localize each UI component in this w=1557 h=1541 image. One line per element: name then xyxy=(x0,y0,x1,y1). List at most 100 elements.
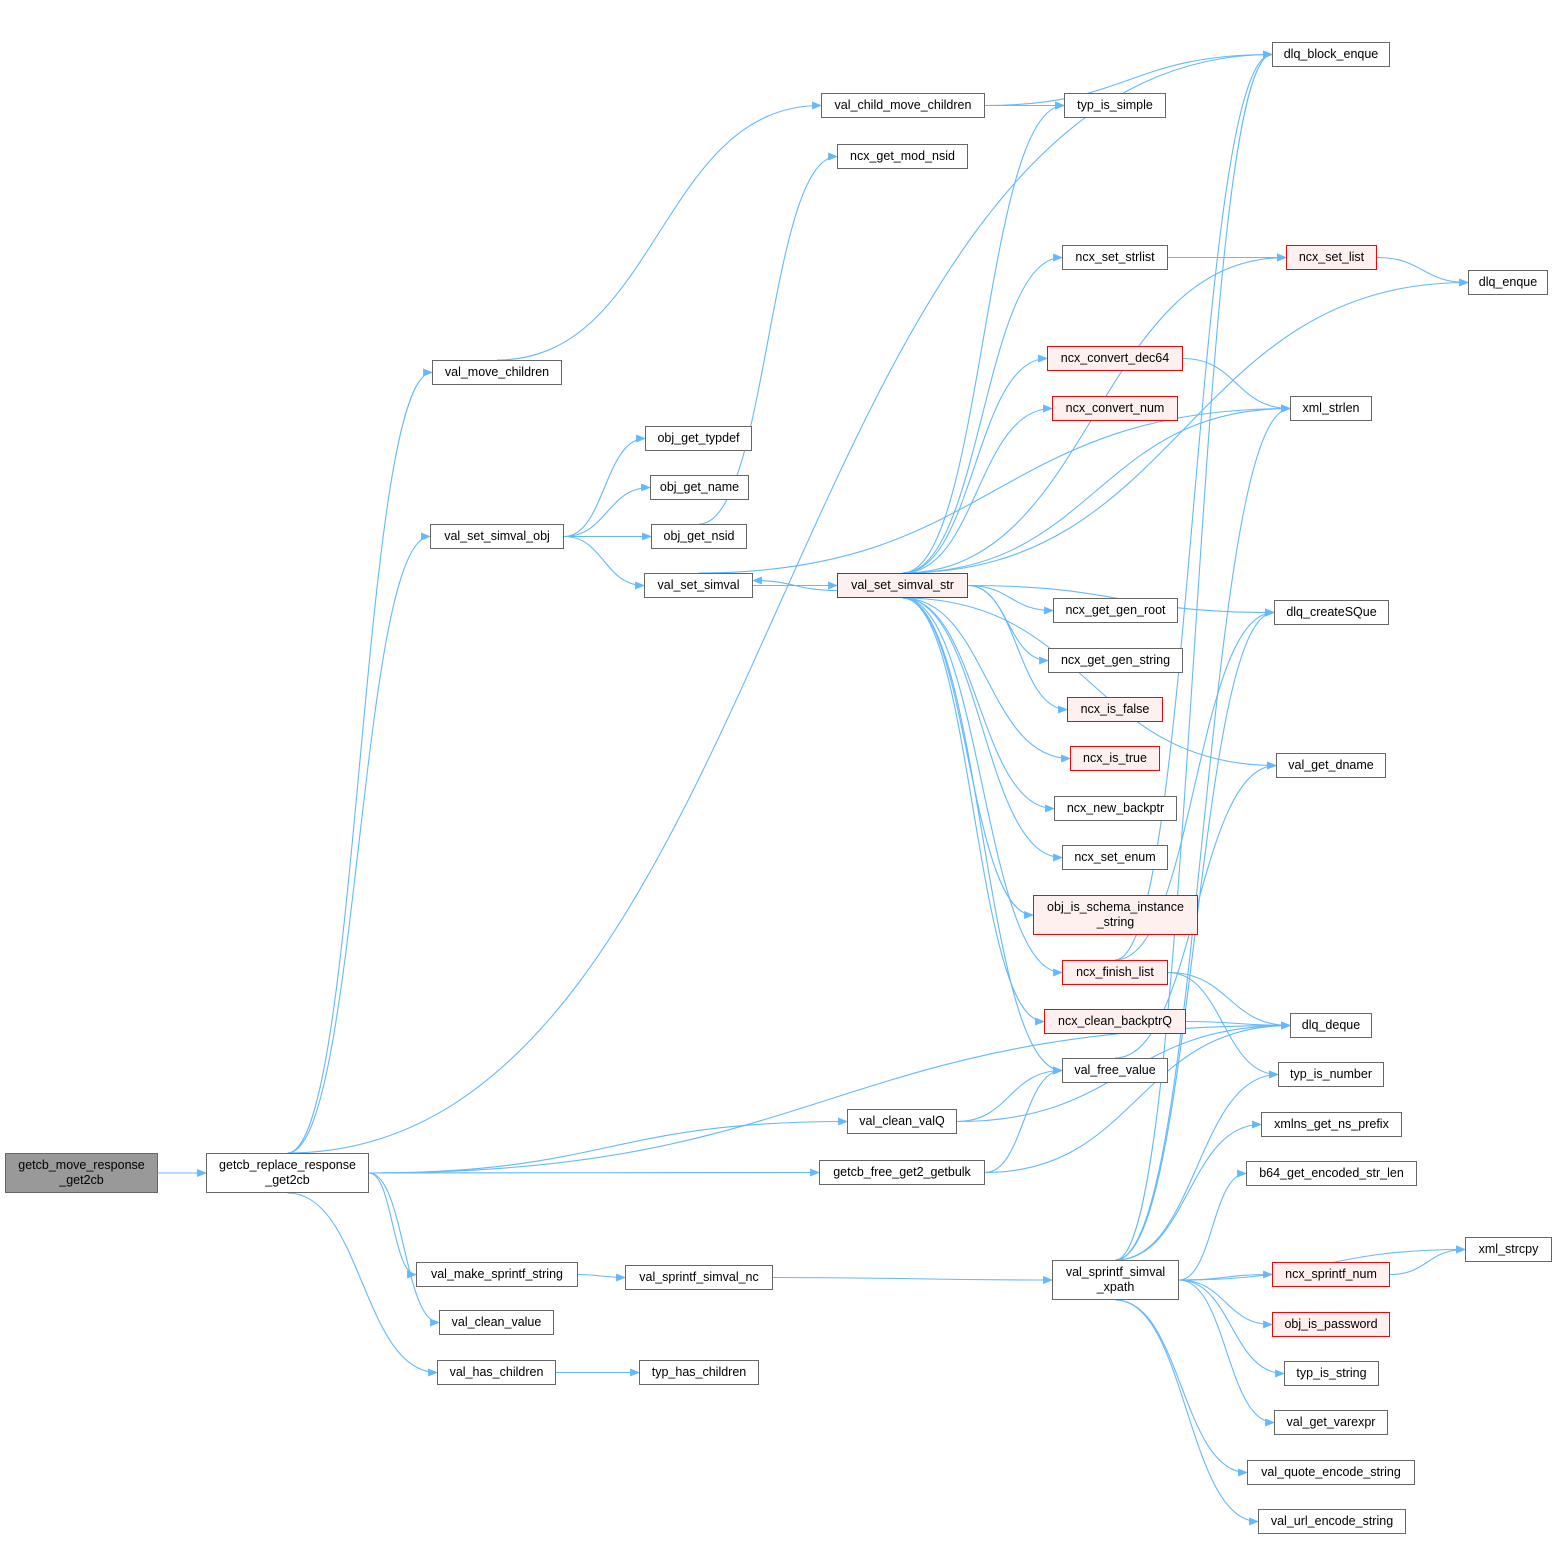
edge-replace-to-getcb-free-get2-getbulk xyxy=(368,1168,820,1177)
node-label: getcb_move_response xyxy=(18,1158,145,1172)
node-ncx-clean-backptrQ[interactable]: ncx_clean_backptrQ xyxy=(1044,1009,1186,1034)
node-obj-is-schema-instance-string[interactable]: obj_is_schema_instance_string xyxy=(1033,895,1198,935)
node-val-get-dname[interactable]: val_get_dname xyxy=(1276,753,1386,778)
node-val-move-children[interactable]: val_move_children xyxy=(432,360,562,385)
node-label: dlq_enque xyxy=(1478,275,1538,289)
node-label: obj_get_name xyxy=(659,480,740,494)
edge-val-set-simval-obj-to-obj-get-typdef xyxy=(563,434,646,538)
edge-ncx-finish-list-to-dlq-createSQue xyxy=(1114,608,1275,961)
edge-val-set-simval-str-to-ncx-set-enum xyxy=(902,597,1063,862)
edge-val-sprintf-simval-xpath-to-dlq-block-enque xyxy=(1115,50,1273,1261)
edge-replace-to-val-make-sprintf-string xyxy=(368,1172,417,1279)
node-ncx-convert-dec64[interactable]: ncx_convert_dec64 xyxy=(1047,346,1183,371)
node-label: ncx_set_enum xyxy=(1074,850,1156,864)
edge-val-set-simval-str-to-val-set-simval xyxy=(752,576,838,592)
node-ncx-get-mod-nsid[interactable]: ncx_get_mod_nsid xyxy=(837,144,968,169)
node-getcb-free-get2-getbulk[interactable]: getcb_free_get2_getbulk xyxy=(819,1160,985,1185)
edge-val-set-simval-to-xml-strlen xyxy=(698,404,1291,574)
node-val-sprintf-simval-xpath[interactable]: val_sprintf_simval_xpath xyxy=(1052,1260,1179,1300)
edge-replace-to-val-move-children xyxy=(287,368,433,1154)
edge-val-set-simval-str-to-val-get-dname xyxy=(902,597,1277,770)
edge-val-set-simval-str-to-ncx-set-strlist xyxy=(902,253,1063,574)
node-xml-strcpy[interactable]: xml_strcpy xyxy=(1465,1237,1552,1262)
node-val-make-sprintf-string[interactable]: val_make_sprintf_string xyxy=(416,1262,578,1287)
node-dlq-block-enque[interactable]: dlq_block_enque xyxy=(1272,42,1390,67)
node-label: val_make_sprintf_string xyxy=(430,1267,563,1281)
node-ncx-set-list[interactable]: ncx_set_list xyxy=(1286,245,1377,270)
node-label: ncx_sprintf_num xyxy=(1285,1267,1377,1281)
node-replace[interactable]: getcb_replace_response_get2cb xyxy=(206,1153,369,1193)
node-obj-get-name[interactable]: obj_get_name xyxy=(650,475,749,500)
edge-val-set-simval-str-to-dlq-enque xyxy=(902,278,1469,574)
edge-val-sprintf-simval-xpath-to-typ-is-number xyxy=(1115,1070,1279,1261)
node-label: val_quote_encode_string xyxy=(1261,1465,1401,1479)
edge-ncx-sprintf-num-to-xml-strcpy xyxy=(1389,1245,1466,1276)
node-ncx-convert-num[interactable]: ncx_convert_num xyxy=(1052,396,1178,421)
node-label: val_url_encode_string xyxy=(1270,1514,1394,1528)
node-ncx-set-strlist[interactable]: ncx_set_strlist xyxy=(1062,245,1168,270)
edge-val-set-simval-str-to-ncx-convert-num xyxy=(902,404,1053,574)
node-ncx-set-enum[interactable]: ncx_set_enum xyxy=(1062,845,1168,870)
node-label: getcb_replace_response xyxy=(219,1158,356,1172)
node-ncx-is-true[interactable]: ncx_is_true xyxy=(1070,746,1160,771)
node-ncx-get-gen-string[interactable]: ncx_get_gen_string xyxy=(1048,648,1183,673)
node-typ-is-number[interactable]: typ_is_number xyxy=(1278,1062,1384,1087)
node-val-sprintf-simval-nc[interactable]: val_sprintf_simval_nc xyxy=(625,1265,773,1290)
node-val-set-simval[interactable]: val_set_simval xyxy=(644,573,753,598)
node-obj-is-password[interactable]: obj_is_password xyxy=(1272,1312,1390,1337)
edge-val-set-simval-str-to-ncx-is-false xyxy=(967,584,1068,714)
node-label: _string xyxy=(1096,915,1135,929)
edge-val-set-simval-str-to-ncx-convert-dec64 xyxy=(902,354,1048,574)
node-val-free-value[interactable]: val_free_value xyxy=(1062,1058,1168,1083)
edge-val-sprintf-simval-xpath-to-xmlns-get-ns-prefix xyxy=(1115,1120,1262,1261)
node-ncx-sprintf-num[interactable]: ncx_sprintf_num xyxy=(1272,1262,1390,1287)
node-ncx-is-false[interactable]: ncx_is_false xyxy=(1067,697,1163,722)
node-label: obj_get_nsid xyxy=(663,529,735,543)
node-xml-strlen[interactable]: xml_strlen xyxy=(1290,396,1372,421)
node-val-url-encode-string[interactable]: val_url_encode_string xyxy=(1258,1509,1406,1534)
node-ncx-new-backptr[interactable]: ncx_new_backptr xyxy=(1054,796,1177,821)
node-obj-get-typdef[interactable]: obj_get_typdef xyxy=(645,426,752,451)
node-typ-is-simple[interactable]: typ_is_simple xyxy=(1064,93,1166,118)
node-val-clean-value[interactable]: val_clean_value xyxy=(439,1310,554,1335)
node-val-set-simval-obj[interactable]: val_set_simval_obj xyxy=(430,524,564,549)
node-label: _get2cb xyxy=(59,1173,104,1187)
node-label: ncx_set_strlist xyxy=(1075,250,1155,264)
node-label: typ_is_number xyxy=(1290,1067,1372,1081)
node-label: xmlns_get_ns_prefix xyxy=(1274,1117,1389,1131)
node-val-set-simval-str[interactable]: val_set_simval_str xyxy=(837,573,968,598)
node-label: ncx_get_gen_string xyxy=(1060,653,1171,667)
node-label: ncx_is_true xyxy=(1083,751,1147,765)
node-val-quote-encode-string[interactable]: val_quote_encode_string xyxy=(1247,1460,1415,1485)
node-label: dlq_block_enque xyxy=(1283,47,1379,61)
node-ncx-get-gen-root[interactable]: ncx_get_gen_root xyxy=(1053,598,1178,623)
edge-val-sprintf-simval-nc-to-val-sprintf-simval-xpath xyxy=(772,1276,1053,1284)
node-label: getcb_free_get2_getbulk xyxy=(833,1165,971,1179)
node-label: ncx_clean_backptrQ xyxy=(1058,1014,1172,1028)
node-label: val_get_dname xyxy=(1288,758,1374,772)
node-label: val_clean_value xyxy=(451,1315,542,1329)
edge-replace-to-val-clean-valQ xyxy=(368,1117,848,1174)
edge-val-set-simval-obj-to-val-set-simval xyxy=(563,535,645,590)
node-dlq-deque[interactable]: dlq_deque xyxy=(1290,1013,1372,1038)
node-xmlns-get-ns-prefix[interactable]: xmlns_get_ns_prefix xyxy=(1261,1112,1402,1137)
edge-val-sprintf-simval-xpath-to-xml-strlen xyxy=(1115,404,1291,1261)
node-label: typ_is_string xyxy=(1296,1366,1367,1380)
node-dlq-createSQue[interactable]: dlq_createSQue xyxy=(1274,600,1389,625)
edge-val-move-children-to-val-child-move-children xyxy=(496,101,822,361)
node-label: typ_is_simple xyxy=(1077,98,1153,112)
edge-val-set-simval-str-to-val-free-value xyxy=(902,597,1063,1075)
node-label: ncx_get_mod_nsid xyxy=(850,149,955,163)
node-ncx-finish-list[interactable]: ncx_finish_list xyxy=(1062,960,1168,985)
node-typ-has-children[interactable]: typ_has_children xyxy=(639,1360,759,1385)
node-val-clean-valQ[interactable]: val_clean_valQ xyxy=(847,1109,957,1134)
node-val-child-move-children[interactable]: val_child_move_children xyxy=(821,93,985,118)
node-b64-get-encoded-str-len[interactable]: b64_get_encoded_str_len xyxy=(1246,1161,1417,1186)
node-typ-is-string[interactable]: typ_is_string xyxy=(1284,1361,1379,1386)
node-val-get-varexpr[interactable]: val_get_varexpr xyxy=(1274,1410,1388,1435)
node-val-has-children[interactable]: val_has_children xyxy=(437,1360,556,1385)
edge-replace-to-val-clean-value xyxy=(368,1172,440,1327)
node-obj-get-nsid[interactable]: obj_get_nsid xyxy=(651,524,747,549)
node-dlq-enque[interactable]: dlq_enque xyxy=(1468,270,1548,295)
